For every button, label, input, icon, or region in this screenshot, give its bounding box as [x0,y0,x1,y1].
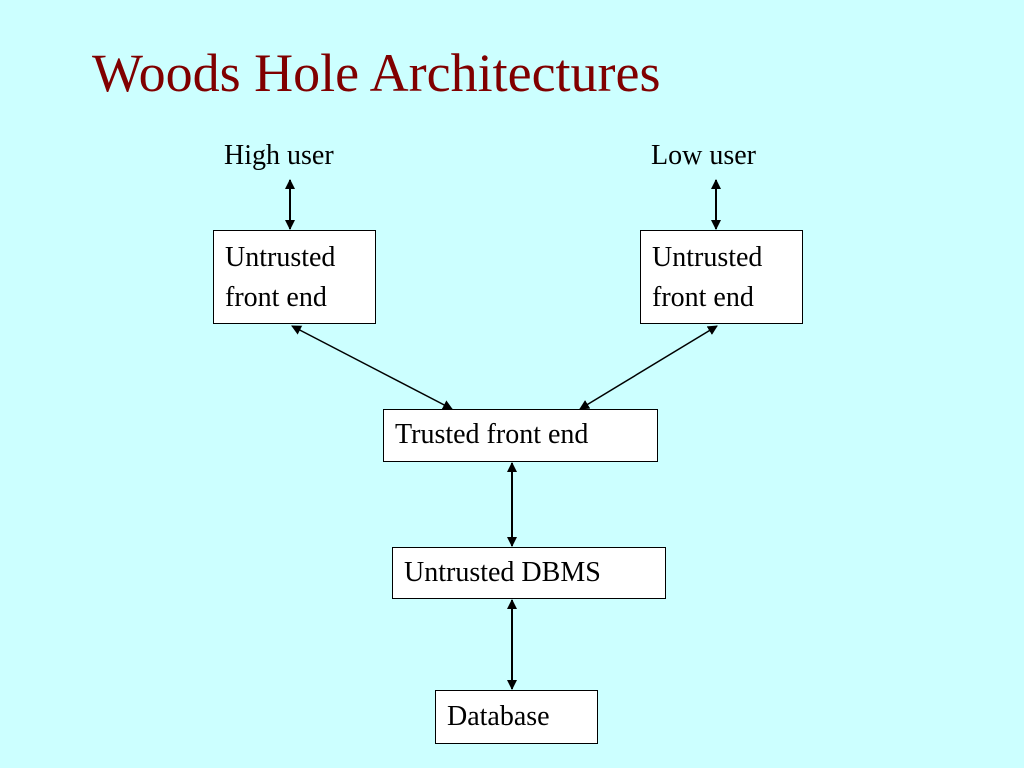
untrusted-dbms-label: Untrusted DBMS [404,557,601,588]
high-front-end-to-trusted-arrow [291,325,453,410]
trusted-front-end-box: Trusted front end [383,409,658,462]
database-box: Database [435,690,598,744]
untrusted-front-end-high-line1: Untrusted [225,242,336,273]
trusted-front-end-label: Trusted front end [395,419,589,450]
untrusted-front-end-high-box: Untrusted front end [213,230,376,324]
high-user-label: High user [224,140,334,171]
untrusted-front-end-low-line2: front end [652,282,754,313]
untrusted-front-end-low-box: Untrusted front end [640,230,803,324]
untrusted-dbms-box: Untrusted DBMS [392,547,666,599]
slide-title: Woods Hole Architectures [92,43,661,103]
untrusted-front-end-high-line2: front end [225,282,327,313]
low-front-end-to-trusted-arrow [579,325,718,410]
untrusted-front-end-low-line1: Untrusted [652,242,763,273]
low-user-label: Low user [651,140,756,171]
database-label: Database [447,701,550,732]
